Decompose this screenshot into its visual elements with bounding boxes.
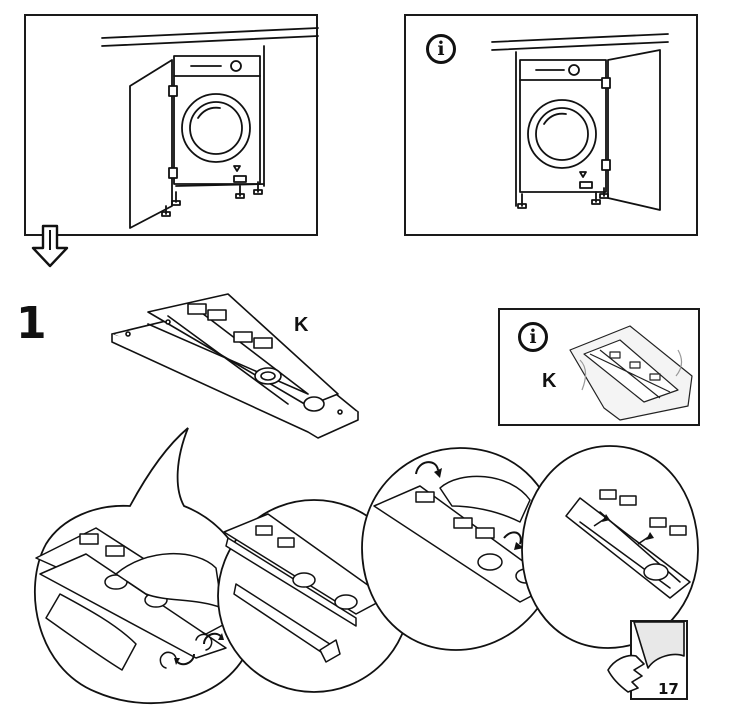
step-number: 1	[16, 298, 47, 349]
bracket-part-k-illustration	[111, 293, 359, 439]
panel-install-left-hinge	[24, 14, 319, 236]
panel-package-info: i K	[498, 308, 700, 426]
callout-circle-clips-removed	[521, 445, 699, 649]
washing-machine-left-illustration	[101, 27, 319, 229]
part-label-k: K	[294, 314, 309, 336]
info-icon: i	[518, 322, 548, 352]
package-part-label-k: K	[542, 370, 557, 392]
packaged-bracket-bag-illustration	[569, 325, 693, 421]
callout-bubble-separate-rails	[34, 427, 256, 705]
washing-machine-right-illustration	[491, 33, 669, 211]
info-icon: i	[426, 34, 456, 64]
page-number: 17	[658, 680, 679, 698]
rotate-arrow-icon	[174, 653, 195, 666]
callout-circle-unclip-parts	[361, 447, 559, 651]
panel-install-right-hinge: i	[404, 14, 698, 236]
down-arrow-icon	[31, 224, 69, 268]
rotate-arrow-icon	[203, 632, 224, 645]
page-turn-hand-icon	[607, 621, 685, 693]
